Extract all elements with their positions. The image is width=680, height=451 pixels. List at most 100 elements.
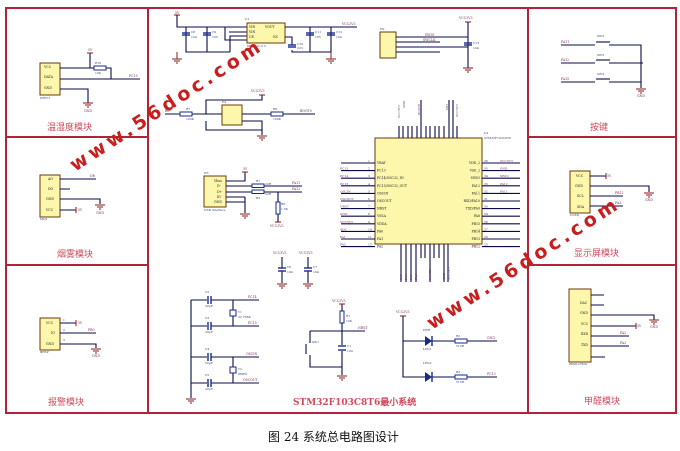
pin-number: 30: [484, 205, 488, 209]
resistor-value: 100K: [273, 117, 282, 121]
net-label: PA5: [409, 274, 413, 280]
ground-icon: [172, 52, 182, 64]
pin-label: ID: [217, 195, 221, 199]
crystal-y2: [229, 366, 237, 374]
pin-label: SWIO: [471, 176, 481, 180]
pin-label: VIN: [248, 30, 256, 34]
mcu-module: 5V VIN VIN CE VOUT NC U1 ME6211-3.3 VCC3…: [165, 11, 520, 408]
pin-number: 12: [368, 243, 372, 247]
stm32-chip: [374, 137, 483, 245]
net-label: PA15: [561, 77, 569, 81]
net-label: PA12: [500, 182, 508, 186]
chip-name: DHT11: [40, 96, 51, 100]
cap-ref: C13: [473, 41, 479, 45]
resistor-r6: [275, 201, 281, 215]
switch-ref: SW3: [597, 53, 604, 57]
power-label: VCC3V3: [272, 251, 287, 255]
net-label: VCC3V3: [339, 220, 353, 224]
resistor-r8: [270, 111, 284, 117]
net-label: PA3: [399, 274, 403, 280]
pin-number: 3: [63, 338, 65, 342]
net-label: PB0: [88, 328, 95, 332]
pin-label: VCC: [43, 65, 52, 69]
pin-label: VCC: [575, 174, 584, 178]
pin-number: 36: [484, 159, 488, 163]
keys-module: SW2 SW3 SW4 PA11 PA12 PA15 GND 按键: [561, 34, 646, 133]
alarm-module: VCC IO GND BEEP 1 2 3 5V PB0 GND 报警模块: [39, 317, 101, 408]
cap-value: 20pF: [205, 361, 213, 365]
led-circuits: VCC3V3 PWR LED1 LED2 R2 510R R3 510R GND…: [395, 310, 497, 384]
pin-label: PC15/OSC32_OUT: [377, 184, 408, 188]
power-label: VCC3V3: [458, 16, 473, 20]
resistor-ref: R7: [186, 107, 190, 111]
net-label: PA2: [340, 243, 346, 247]
ground-icon: [303, 283, 313, 289]
led-icon: [425, 372, 433, 382]
net-label: PC14: [340, 174, 348, 178]
regulator: 5V VIN VIN CE VOUT NC U1 ME6211-3.3 VCC3…: [172, 11, 357, 64]
connector-name: USB interface: [204, 208, 226, 212]
me6211-chip: [246, 22, 286, 44]
capacitor-c3: [207, 322, 212, 330]
net-label: BOOT1: [428, 269, 432, 280]
cap-value: 223: [297, 46, 303, 50]
chip-name: ME6211-3.3: [247, 44, 266, 48]
resistor-value: 10K: [346, 319, 353, 323]
crystal-ref: Y1: [237, 310, 242, 314]
ground-label: GND: [92, 354, 100, 358]
ground-icon: [186, 398, 196, 404]
pin-label: VCC: [45, 321, 54, 325]
pin-label: GND: [575, 184, 583, 188]
net-label: VCC3V3: [397, 105, 401, 119]
net-label: BOOT0: [417, 104, 421, 115]
led-ref: PWR: [423, 328, 431, 332]
pin-label: RXD/PA10: [463, 199, 480, 203]
net-label: PA3: [620, 341, 626, 345]
pin-label: PC13: [377, 169, 386, 173]
ground-icon: [337, 375, 347, 381]
ground-icon: [83, 102, 93, 108]
pin-number: 3: [368, 174, 370, 178]
pin-number: 6: [368, 197, 370, 201]
mq2-chip: [39, 174, 61, 218]
pin-label: PB14: [471, 229, 480, 233]
cap-value: 105: [315, 35, 321, 39]
pin-label: RXD: [581, 332, 589, 336]
pin-label: PA0: [377, 229, 383, 233]
power-label: VCC3V3: [298, 251, 313, 255]
module-title: 温湿度模块: [47, 121, 92, 133]
pin-label: IO: [51, 331, 55, 335]
pin-number: 31: [484, 197, 488, 201]
decoupling-caps: C6 104 C7 104 VCC3V3 VCC3V3: [272, 251, 319, 289]
pin-label: AO: [47, 177, 53, 181]
led-icon: [425, 336, 433, 346]
cap-ref: C2: [205, 290, 209, 294]
capacitor-c1: [338, 345, 346, 351]
pin-label: D-: [217, 184, 221, 188]
net-label: PC13: [487, 372, 496, 376]
pin-number: 25: [484, 243, 488, 247]
pin-label: SDA: [577, 205, 585, 209]
net-label: PA11: [561, 40, 569, 44]
pin-label: NRST: [377, 207, 387, 211]
resistor-value: 510R: [456, 344, 465, 348]
beep-chip: [39, 317, 61, 351]
pin-number: 34: [484, 174, 488, 178]
net-label: GND: [500, 167, 508, 171]
frame-grid: [5, 7, 677, 414]
pin-number: 1: [63, 318, 65, 322]
pin-label: VCC: [580, 322, 589, 326]
chip-name: MQ2: [40, 217, 48, 221]
pin-label: DATA: [44, 75, 54, 79]
pin-label: PB15: [471, 222, 480, 226]
pin-label: VCC: [45, 208, 54, 212]
pin-number: 2: [63, 328, 65, 332]
chip-ref: U1: [245, 17, 250, 21]
pin-label: DO: [48, 187, 54, 191]
mcu-top-pins: VCC3V3 GND BOOT0 PB5 VCC3V3: [397, 100, 459, 138]
pin-number: 5: [368, 189, 370, 193]
net-label: SWIO: [425, 33, 435, 37]
pin-label: VDD_2: [468, 161, 480, 165]
resistor-r10: [93, 65, 107, 71]
